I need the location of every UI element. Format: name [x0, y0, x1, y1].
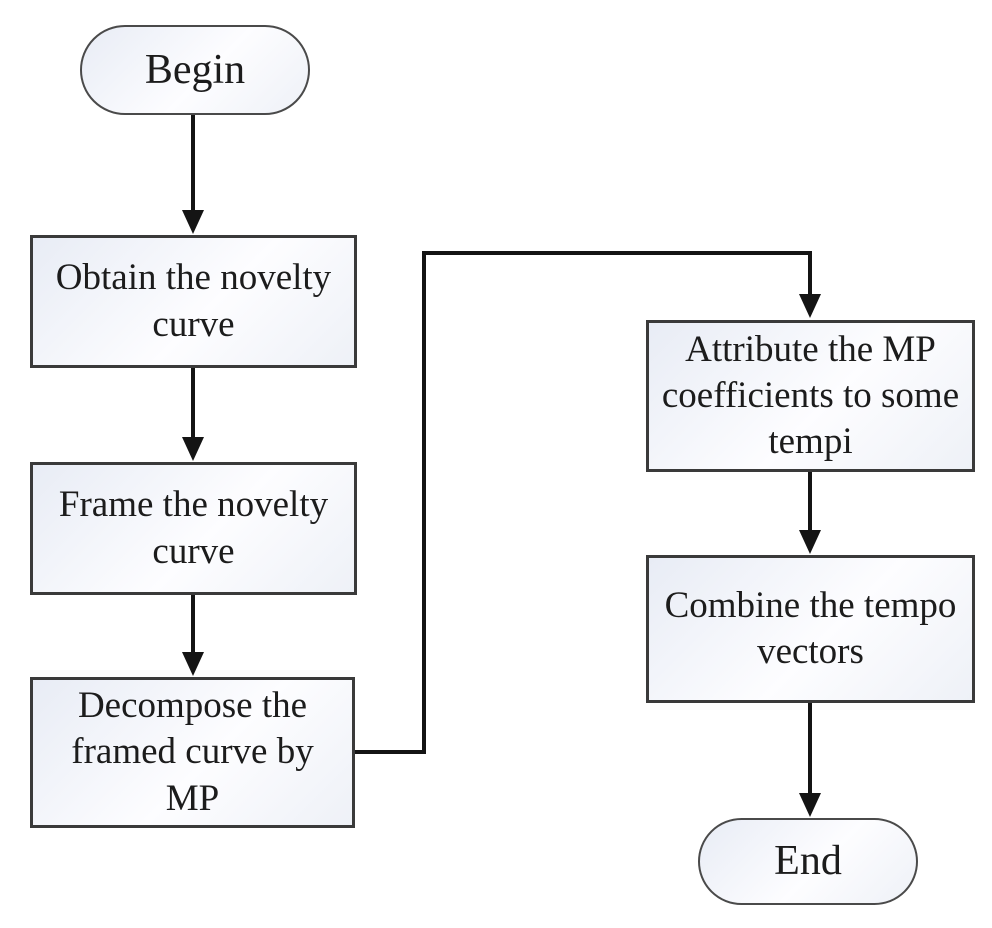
node-frame-novelty-curve: Frame the novelty curve	[30, 462, 357, 595]
arrowhead-down-icon	[799, 793, 821, 817]
arrowhead-down-icon	[799, 294, 821, 318]
edge-frame-to-decompose	[182, 595, 204, 676]
node-decompose-label: Decompose the framed curve by MP	[71, 685, 314, 819]
node-obtain-label: Obtain the novelty curve	[55, 257, 332, 345]
arrowhead-down-icon	[182, 210, 204, 234]
edge-obtain-to-frame	[182, 368, 204, 461]
edge-begin-to-obtain	[182, 115, 204, 234]
node-end: End	[698, 818, 918, 905]
node-obtain-novelty-curve: Obtain the novelty curve	[30, 235, 357, 368]
edge-attribute-to-combine	[799, 472, 821, 554]
arrowhead-down-icon	[182, 437, 204, 461]
node-attribute-label: Attribute the MP coefficients to some te…	[661, 328, 960, 463]
node-begin: Begin	[80, 25, 310, 115]
node-attribute-mp-coefficients: Attribute the MP coefficients to some te…	[646, 320, 975, 472]
node-combine-tempo-vectors: Combine the tempo vectors	[646, 555, 975, 703]
node-begin-label: Begin	[144, 46, 246, 93]
node-frame-label: Frame the novelty curve	[58, 484, 329, 572]
node-end-label: End	[774, 838, 842, 885]
edge-combine-to-end	[799, 703, 821, 817]
arrowhead-down-icon	[182, 652, 204, 676]
arrowhead-down-icon	[799, 530, 821, 554]
node-combine-label: Combine the tempo vectors	[664, 584, 957, 672]
node-decompose-by-mp: Decompose the framed curve by MP	[30, 677, 355, 828]
